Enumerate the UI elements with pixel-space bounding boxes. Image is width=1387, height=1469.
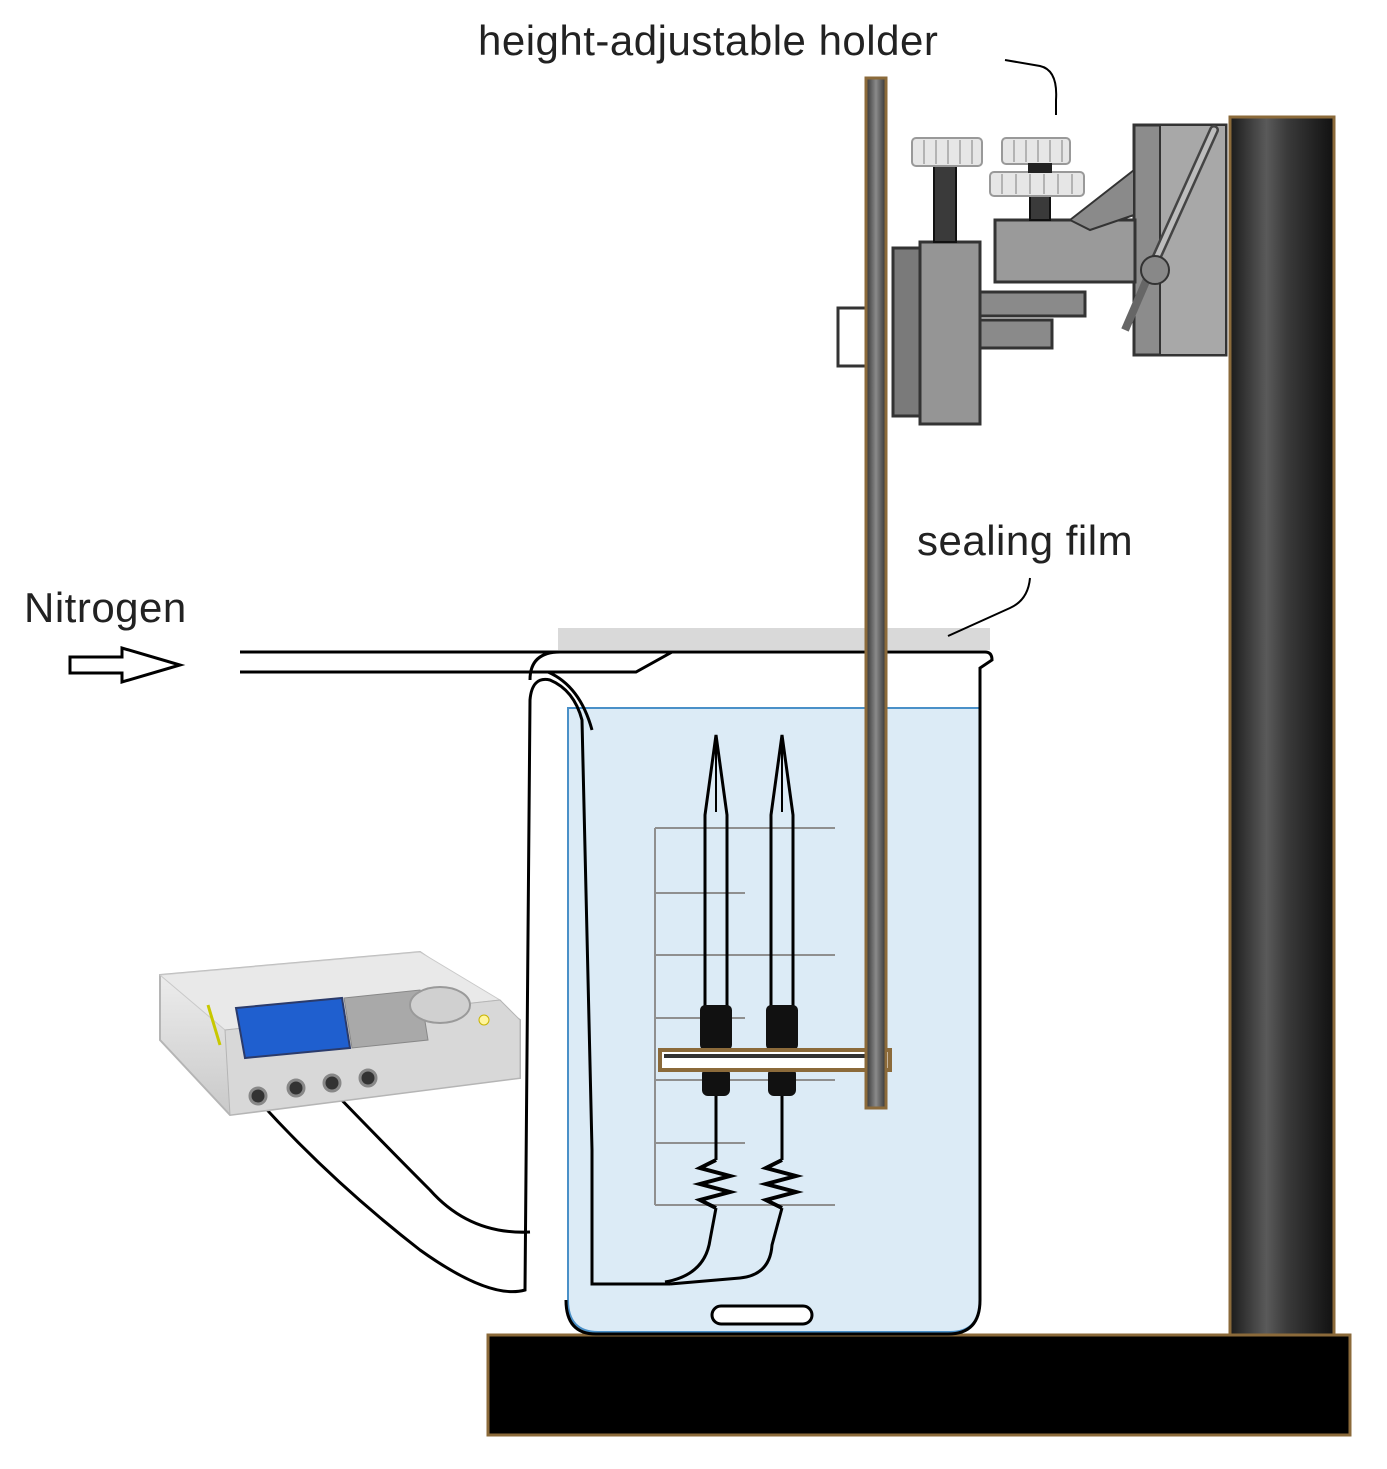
stir-bar	[710, 1304, 814, 1326]
stand-base	[486, 1333, 1352, 1437]
device-port-1	[248, 1086, 268, 1106]
potentiostat-device	[158, 950, 521, 1117]
sealing-film	[558, 628, 990, 650]
beaker	[528, 650, 994, 1336]
holder-rod	[864, 76, 888, 1110]
stand-pole	[1228, 115, 1336, 1337]
cables	[256, 670, 670, 1294]
nitrogen-arrow-icon	[68, 645, 186, 685]
nitrogen-label: Nitrogen	[24, 584, 187, 631]
device-port-3	[322, 1073, 342, 1093]
electrode-holder-bar	[658, 1048, 892, 1072]
holder-label: height-adjustable holder	[478, 17, 938, 64]
film-label: sealing film	[917, 517, 1133, 564]
film-label-leader	[947, 577, 1031, 637]
nitrogen-tube	[240, 650, 678, 674]
device-port-4	[358, 1068, 378, 1088]
electrode-left	[664, 734, 738, 1284]
electrode-right	[669, 734, 804, 1286]
holder-label-leader	[1004, 59, 1058, 115]
device-port-2	[286, 1078, 306, 1098]
clamp-assembly	[836, 123, 1228, 426]
device-screen	[234, 996, 352, 1060]
